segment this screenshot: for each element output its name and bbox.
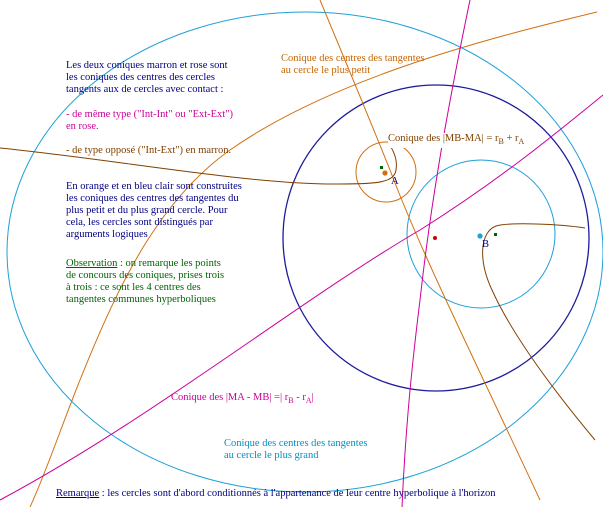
- same-type-line: - de même type ("Int-Int" ou "Ext-Ext"): [66, 109, 234, 120]
- magenta-conic-label-sub-a: A: [305, 396, 312, 406]
- orange-blue-text: En orange et en bleu clair sont construi…: [66, 181, 242, 241]
- brown-conic-branch-a: [0, 142, 397, 185]
- circle-a: [355, 141, 417, 203]
- orange-blue-line: les coniques des centres des tangentes d…: [66, 193, 239, 204]
- brown-conic-label-prefix: Conique des |MB-MA| = r: [388, 133, 499, 144]
- observation-title: Observation: [66, 258, 118, 269]
- orange-conic-label-line: Conique des centres des tangentes: [281, 53, 425, 64]
- orange-conic-label: Conique des centres des tangentes au cer…: [281, 53, 424, 77]
- circle-b: [406, 159, 556, 309]
- observation-line: de concours des coniques, prises trois: [66, 270, 225, 281]
- cyan-conic-label: Conique des centres des tangentes au cer…: [224, 438, 367, 462]
- horizon-ellipse: [6, 11, 603, 493]
- magenta-conic-label: Conique des |MA - MB| =| rB - rA|: [171, 392, 314, 407]
- brown-conic-label: Conique des |MB-MA| = rB + rA: [388, 133, 525, 149]
- same-type-line: en rose.: [66, 121, 99, 132]
- orange-blue-line: arguments logiques: [66, 229, 148, 240]
- navy-circle: [282, 84, 590, 392]
- same-type-text: - de même type ("Int-Int" ou "Ext-Ext") …: [66, 109, 233, 133]
- marker-a: [380, 166, 383, 169]
- opposite-type-text: - de type opposé ("Int-Ext") en marron.: [66, 145, 232, 156]
- orange-blue-line: plus petit et du plus grand cercle. Pour: [66, 205, 228, 216]
- orange-conic-label-line: au cercle le plus petit: [281, 65, 371, 76]
- magenta-conic-branch-steep: [401, 0, 471, 508]
- observation-line: tangentes communes hyperboliques: [66, 294, 216, 305]
- intro-line: tangents aux de cercles avec contact :: [66, 84, 224, 95]
- center-a: [382, 170, 388, 176]
- marker-b: [494, 233, 497, 236]
- intro-text: Les deux coniques marron et rose sont le…: [66, 60, 228, 96]
- remark-body: : les cercles sont d'abord conditionnés …: [99, 488, 496, 499]
- remark-title: Remarque: [56, 488, 100, 499]
- remark-text: Remarque : les cercles sont d'abord cond…: [56, 488, 496, 500]
- magenta-conic-branch-diagonal: [0, 94, 603, 501]
- orange-conic-branch-diagonal: [29, 11, 598, 508]
- observation-line: à trois : ce sont les 4 centres des: [66, 282, 201, 293]
- orange-conic-branch-top: [319, 0, 541, 501]
- brown-conic-label-sub-b: B: [498, 137, 504, 147]
- brown-conic-label-mid: + r: [503, 133, 519, 144]
- cyan-conic-label-line: Conique des centres des tangentes: [224, 438, 368, 449]
- magenta-conic-label-sub-b: B: [288, 396, 294, 406]
- intro-line: Les deux coniques marron et rose sont: [66, 60, 228, 71]
- point-a-label: A: [391, 176, 399, 187]
- orange-blue-line: cela, les cercles sont distingués par: [66, 217, 213, 228]
- brown-conic-branch-b: [482, 223, 596, 441]
- observation-first: : on remarque les points: [117, 258, 221, 269]
- orange-blue-line: En orange et en bleu clair sont construi…: [66, 181, 242, 192]
- cyan-conic-label-line: au cercle le plus grand: [224, 450, 319, 461]
- point-b-label: B: [482, 239, 490, 250]
- center-b: [477, 233, 483, 239]
- observation-text: Observation : on remarque les points de …: [66, 258, 224, 306]
- magenta-conic-label-mid: - r: [293, 392, 306, 403]
- intersection-point: [433, 236, 437, 240]
- magenta-conic-label-prefix: Conique des |MA - MB| =| r: [171, 392, 289, 403]
- intro-line: les coniques des centres des cercles: [66, 72, 215, 83]
- brown-conic-label-sub-a: A: [518, 137, 525, 147]
- magenta-conic-label-end: |: [311, 392, 314, 403]
